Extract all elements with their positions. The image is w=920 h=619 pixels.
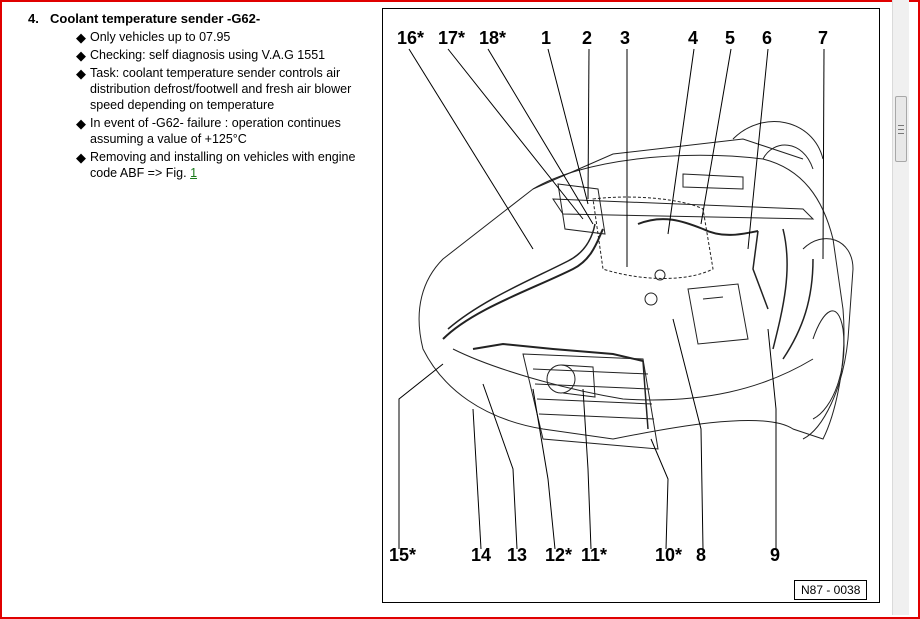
callout-label: 15* bbox=[389, 545, 417, 565]
callout-label: 7 bbox=[818, 28, 829, 48]
bullet-text: Only vehicles up to 07.95 bbox=[90, 30, 231, 44]
text-pane: 4. Coolant temperature sender -G62- ◆ Only… bbox=[0, 0, 380, 619]
list-item: ◆ Task: coolant temperature sender contro… bbox=[76, 65, 372, 113]
callout-label: 12* bbox=[545, 545, 573, 565]
bullet-text: Removing and installing on vehicles with… bbox=[90, 150, 356, 180]
engine-bay-drawing bbox=[398, 48, 854, 550]
list-item: ◆ Only vehicles up to 07.95 bbox=[76, 29, 372, 45]
callout-label: 8 bbox=[696, 545, 707, 565]
callout-label: 13 bbox=[507, 545, 528, 565]
callout-label: 5 bbox=[725, 28, 736, 48]
callout-label: 18* bbox=[479, 28, 507, 48]
bullet-text: Checking: self diagnosis using V.A.G 155… bbox=[90, 48, 326, 62]
callout-label: 1 bbox=[541, 28, 552, 48]
diamond-bullet-icon: ◆ bbox=[76, 30, 86, 45]
scrollbar-thumb[interactable] bbox=[895, 96, 907, 162]
callout-label: 3 bbox=[620, 28, 631, 48]
callout-label: 2 bbox=[582, 28, 593, 48]
diamond-bullet-icon: ◆ bbox=[76, 66, 86, 81]
engine-bay-figure: 16* 17* 18* 1 2 3 4 5 6 7 15* 14 13 12* … bbox=[382, 8, 880, 603]
diamond-bullet-icon: ◆ bbox=[76, 150, 86, 165]
bullet-list: ◆ Only vehicles up to 07.95 ◆ Checking: se… bbox=[76, 29, 372, 183]
callout-label: 14 bbox=[471, 545, 492, 565]
list-item: ◆ Checking: self diagnosis using V.A.G 15… bbox=[76, 47, 372, 63]
scroll-grip-icon bbox=[898, 124, 904, 134]
section-title: Coolant temperature sender -G62- bbox=[50, 11, 261, 26]
callout-label: 16* bbox=[397, 28, 425, 48]
callout-label: 10* bbox=[655, 545, 683, 565]
figure-id-label: N87 - 0038 bbox=[794, 580, 868, 600]
callout-label: 4 bbox=[688, 28, 699, 48]
diamond-bullet-icon: ◆ bbox=[76, 48, 86, 63]
vertical-scrollbar[interactable] bbox=[892, 0, 909, 615]
bullet-text: In event of -G62- failure : operation co… bbox=[90, 116, 341, 146]
figure-link[interactable]: 1 bbox=[190, 166, 198, 180]
callout-label: 11* bbox=[581, 545, 608, 565]
callout-label: 6 bbox=[762, 28, 773, 48]
section-heading: 4. Coolant temperature sender -G62- bbox=[28, 11, 260, 26]
list-item: ◆ In event of -G62- failure : operation c… bbox=[76, 115, 372, 147]
list-item: ◆ Removing and installing on vehicles wit… bbox=[76, 149, 372, 181]
diamond-bullet-icon: ◆ bbox=[76, 116, 86, 131]
callout-label: 17* bbox=[438, 28, 466, 48]
bullet-text: Task: coolant temperature sender control… bbox=[90, 66, 352, 112]
section-number: 4. bbox=[28, 11, 39, 26]
callout-label: 9 bbox=[770, 545, 781, 565]
